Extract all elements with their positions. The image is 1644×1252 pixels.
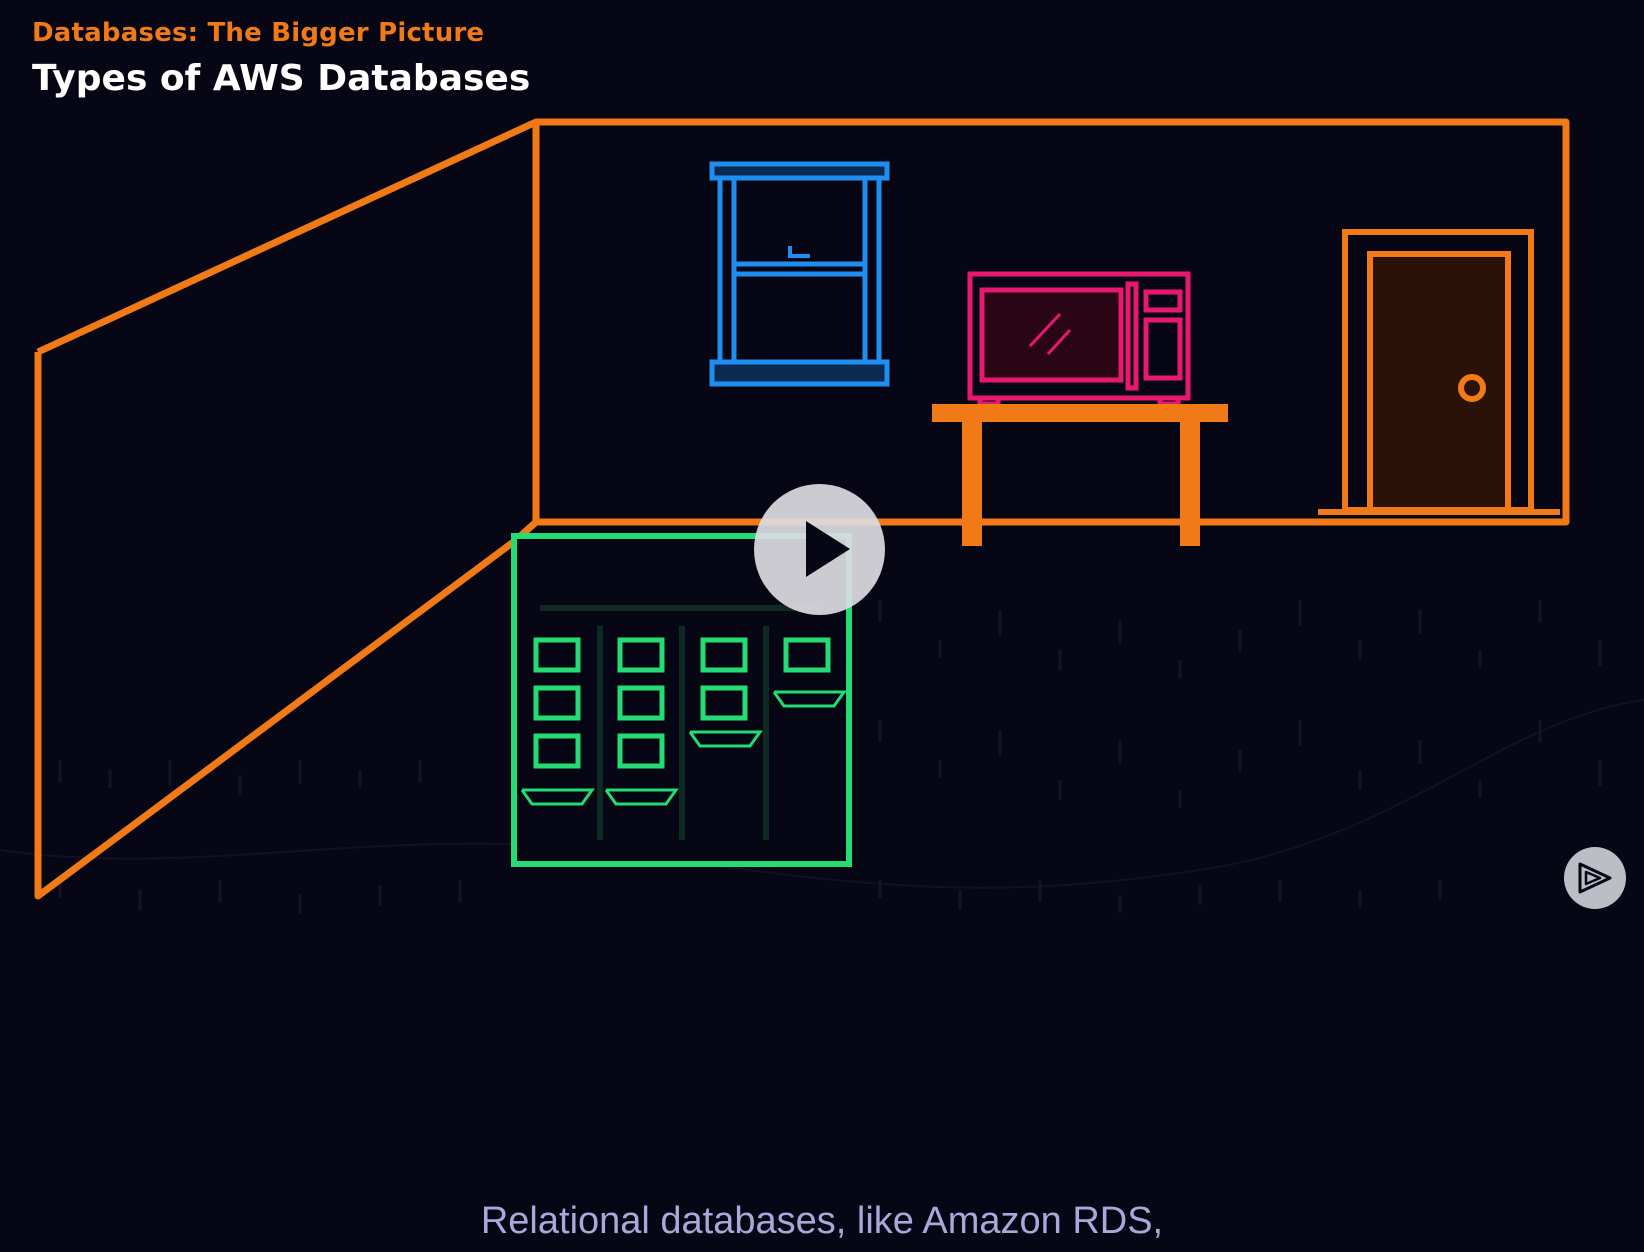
microwave-icon — [967, 271, 1191, 407]
pluralsight-logo-icon — [1578, 862, 1612, 894]
room-outline — [34, 118, 1570, 900]
floor-texture — [0, 600, 1644, 913]
door-icon — [1318, 229, 1560, 515]
closed-caption: Relational databases, like Amazon RDS, — [480, 1200, 1164, 1242]
window-icon — [709, 161, 890, 387]
play-button[interactable] — [754, 484, 885, 615]
table-icon — [932, 404, 1228, 546]
course-subtitle: Databases: The Bigger Picture — [32, 18, 485, 48]
module-title: Types of AWS Databases — [32, 58, 531, 99]
play-icon — [806, 521, 850, 577]
pluralsight-logo-button[interactable] — [1564, 847, 1626, 909]
